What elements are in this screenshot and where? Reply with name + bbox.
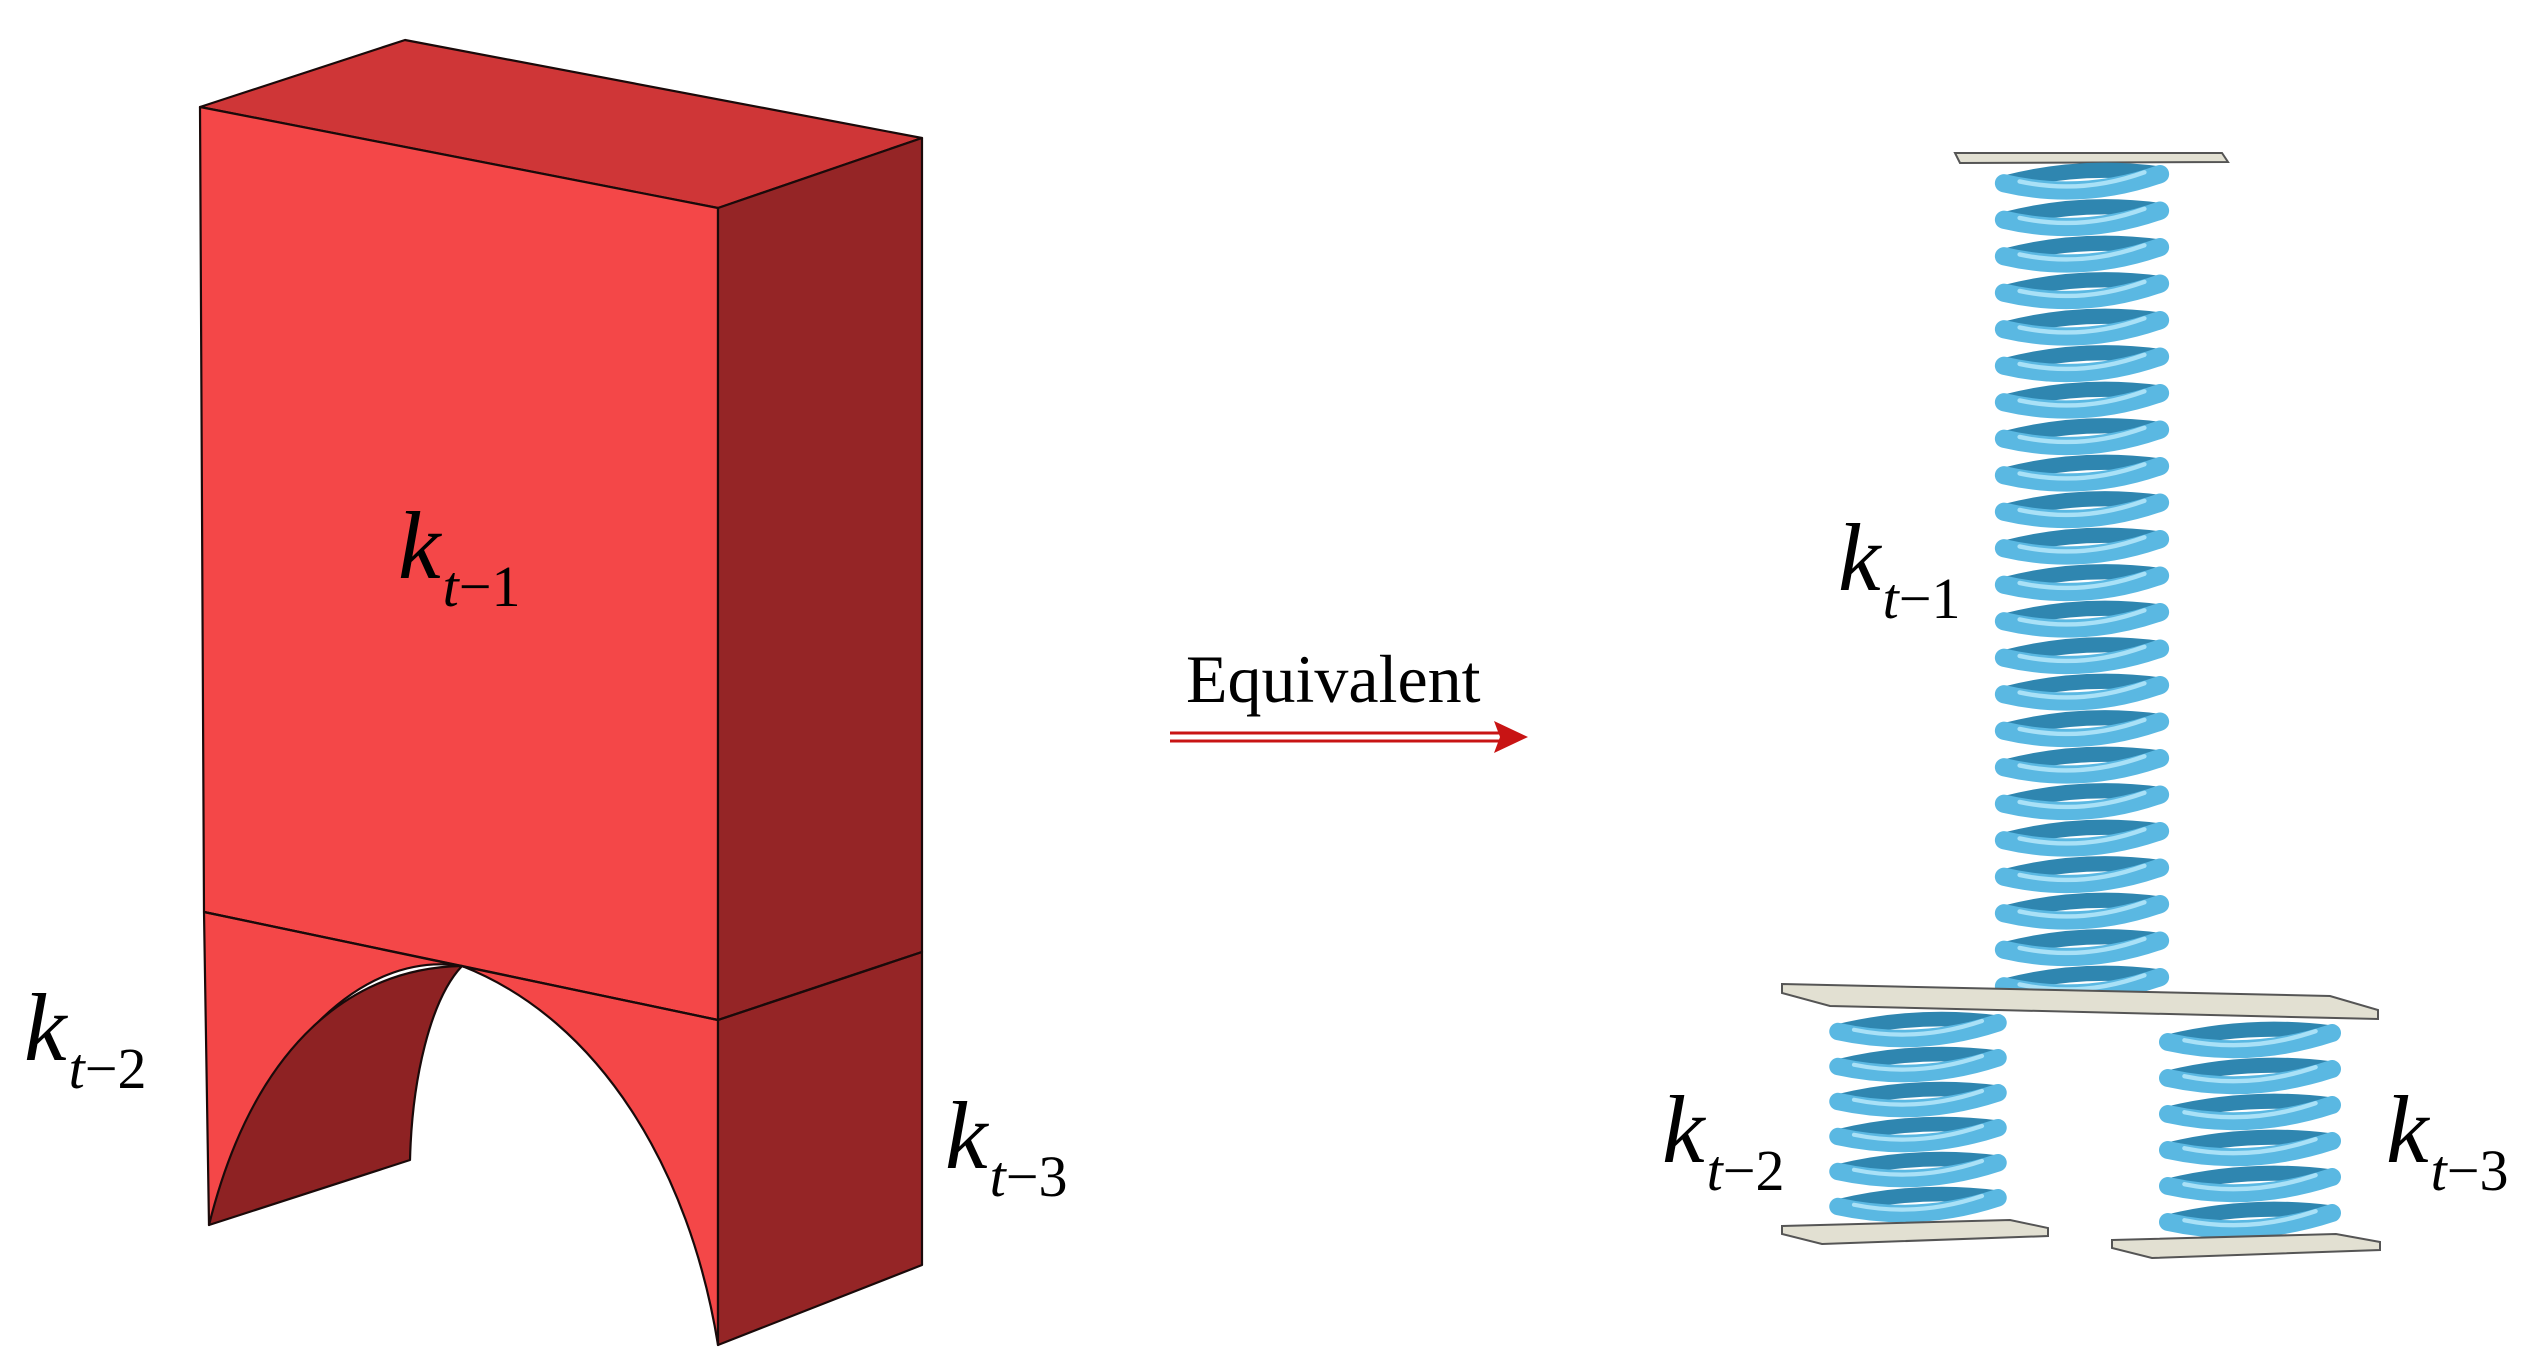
spring-right-coil: [2159, 1021, 2341, 1239]
spring-model: [1781, 152, 2381, 1260]
spring-label-top: kt−1: [1838, 504, 1961, 631]
arch-inner-surface: [207, 964, 464, 1227]
block-model: [198, 38, 924, 1347]
block-label-top: kt−1: [398, 492, 521, 619]
bottom-left-plate: [1781, 1218, 2049, 1246]
bottom-right-plate: [2111, 1232, 2381, 1260]
block-label-right: kt−3: [945, 1082, 1068, 1209]
spring-left-coil: [1829, 1011, 2007, 1223]
equivalent-arrow: [1170, 721, 1528, 753]
middle-plate: [1781, 982, 2379, 1021]
part-boundary-side: [717, 950, 923, 1022]
spring-label-left: kt−2: [1662, 1076, 1785, 1203]
part-boundary-front: [203, 910, 719, 1022]
block-label-left: kt−2: [24, 974, 147, 1101]
spring-top-coil: [1994, 162, 2170, 1003]
top-plate: [1953, 152, 2230, 165]
block-side-upper-face: [716, 136, 924, 1022]
arrow-label: Equivalent: [1186, 641, 1481, 717]
block-right-leg-face: [460, 964, 720, 1347]
spring-label-right: kt−3: [2386, 1076, 2509, 1203]
